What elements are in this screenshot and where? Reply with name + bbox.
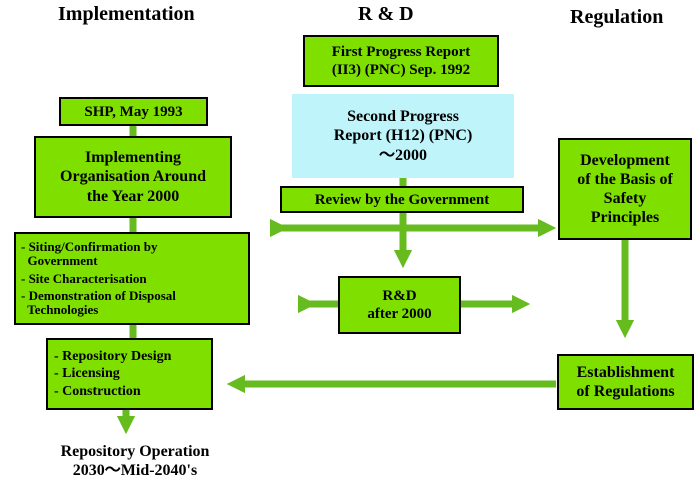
second-progress-report-box: Second Progress Report (H12) (PNC) ～2000 <box>292 94 514 178</box>
operation-line-2: 2030～Mid-2040's <box>72 462 198 480</box>
review-by-government-box: Review by the Government <box>280 186 524 213</box>
header-rd: R & D <box>358 3 414 25</box>
first-report-line-2: (II3) (PNC) Sep. 1992 <box>331 62 471 78</box>
rd-after-2000-box: R&D after 2000 <box>338 276 461 334</box>
basis-line-2: of the Basis of <box>577 170 673 188</box>
first-progress-report-box: First Progress Report (II3) (PNC) Sep. 1… <box>303 35 499 87</box>
siting-characterisation-box: - Siting/Confirmation by Government - Si… <box>14 232 250 325</box>
shp-label: SHP, May 1993 <box>84 103 183 120</box>
org-line-3: the Year 2000 <box>86 187 180 205</box>
rd-after-line-1: R&D <box>382 288 417 304</box>
siting-line-5: Technologies <box>21 301 99 317</box>
repo-line-1: - Repository Design <box>54 348 172 364</box>
basis-line-4: Principles <box>590 209 660 227</box>
org-line-2: Organisation Around <box>60 168 206 186</box>
establishment-line-1: Establishment <box>576 363 675 381</box>
siting-line-1: - Siting/Confirmation by <box>21 239 158 255</box>
repo-line-2: - Licensing <box>54 366 120 382</box>
review-label: Review by the Government <box>314 191 490 208</box>
repo-line-3: - Construction <box>54 383 141 399</box>
header-regulation: Regulation <box>570 6 664 28</box>
rd-after-line-2: after 2000 <box>367 306 432 322</box>
header-implementation: Implementation <box>58 3 195 25</box>
second-report-line-1: Second Progress <box>347 108 459 126</box>
second-report-line-2: Report (H12) (PNC) <box>333 127 473 145</box>
establishment-line-2: of Regulations <box>576 383 675 400</box>
development-basis-box: Development of the Basis of Safety Princ… <box>558 138 692 240</box>
second-report-line-3: ～2000 <box>378 146 427 164</box>
first-report-line-1: First Progress Report <box>331 44 471 60</box>
basis-line-3: Safety <box>603 190 647 207</box>
siting-line-2: Government <box>21 253 98 269</box>
shp-box: SHP, May 1993 <box>59 97 208 126</box>
repository-operation-label: Repository Operation 2030～Mid-2040's <box>20 442 250 480</box>
siting-line-3: - Site Characterisation <box>21 270 147 286</box>
implementing-organisation-box: Implementing Organisation Around the Yea… <box>34 136 232 218</box>
operation-line-1: Repository Operation <box>60 443 210 460</box>
establishment-regulations-box: Establishment of Regulations <box>557 354 694 410</box>
org-line-1: Implementing <box>85 149 181 167</box>
repository-design-box: - Repository Design - Licensing - Constr… <box>46 338 213 410</box>
basis-line-1: Development <box>580 151 670 169</box>
siting-line-4: - Demonstration of Disposal <box>21 288 176 304</box>
